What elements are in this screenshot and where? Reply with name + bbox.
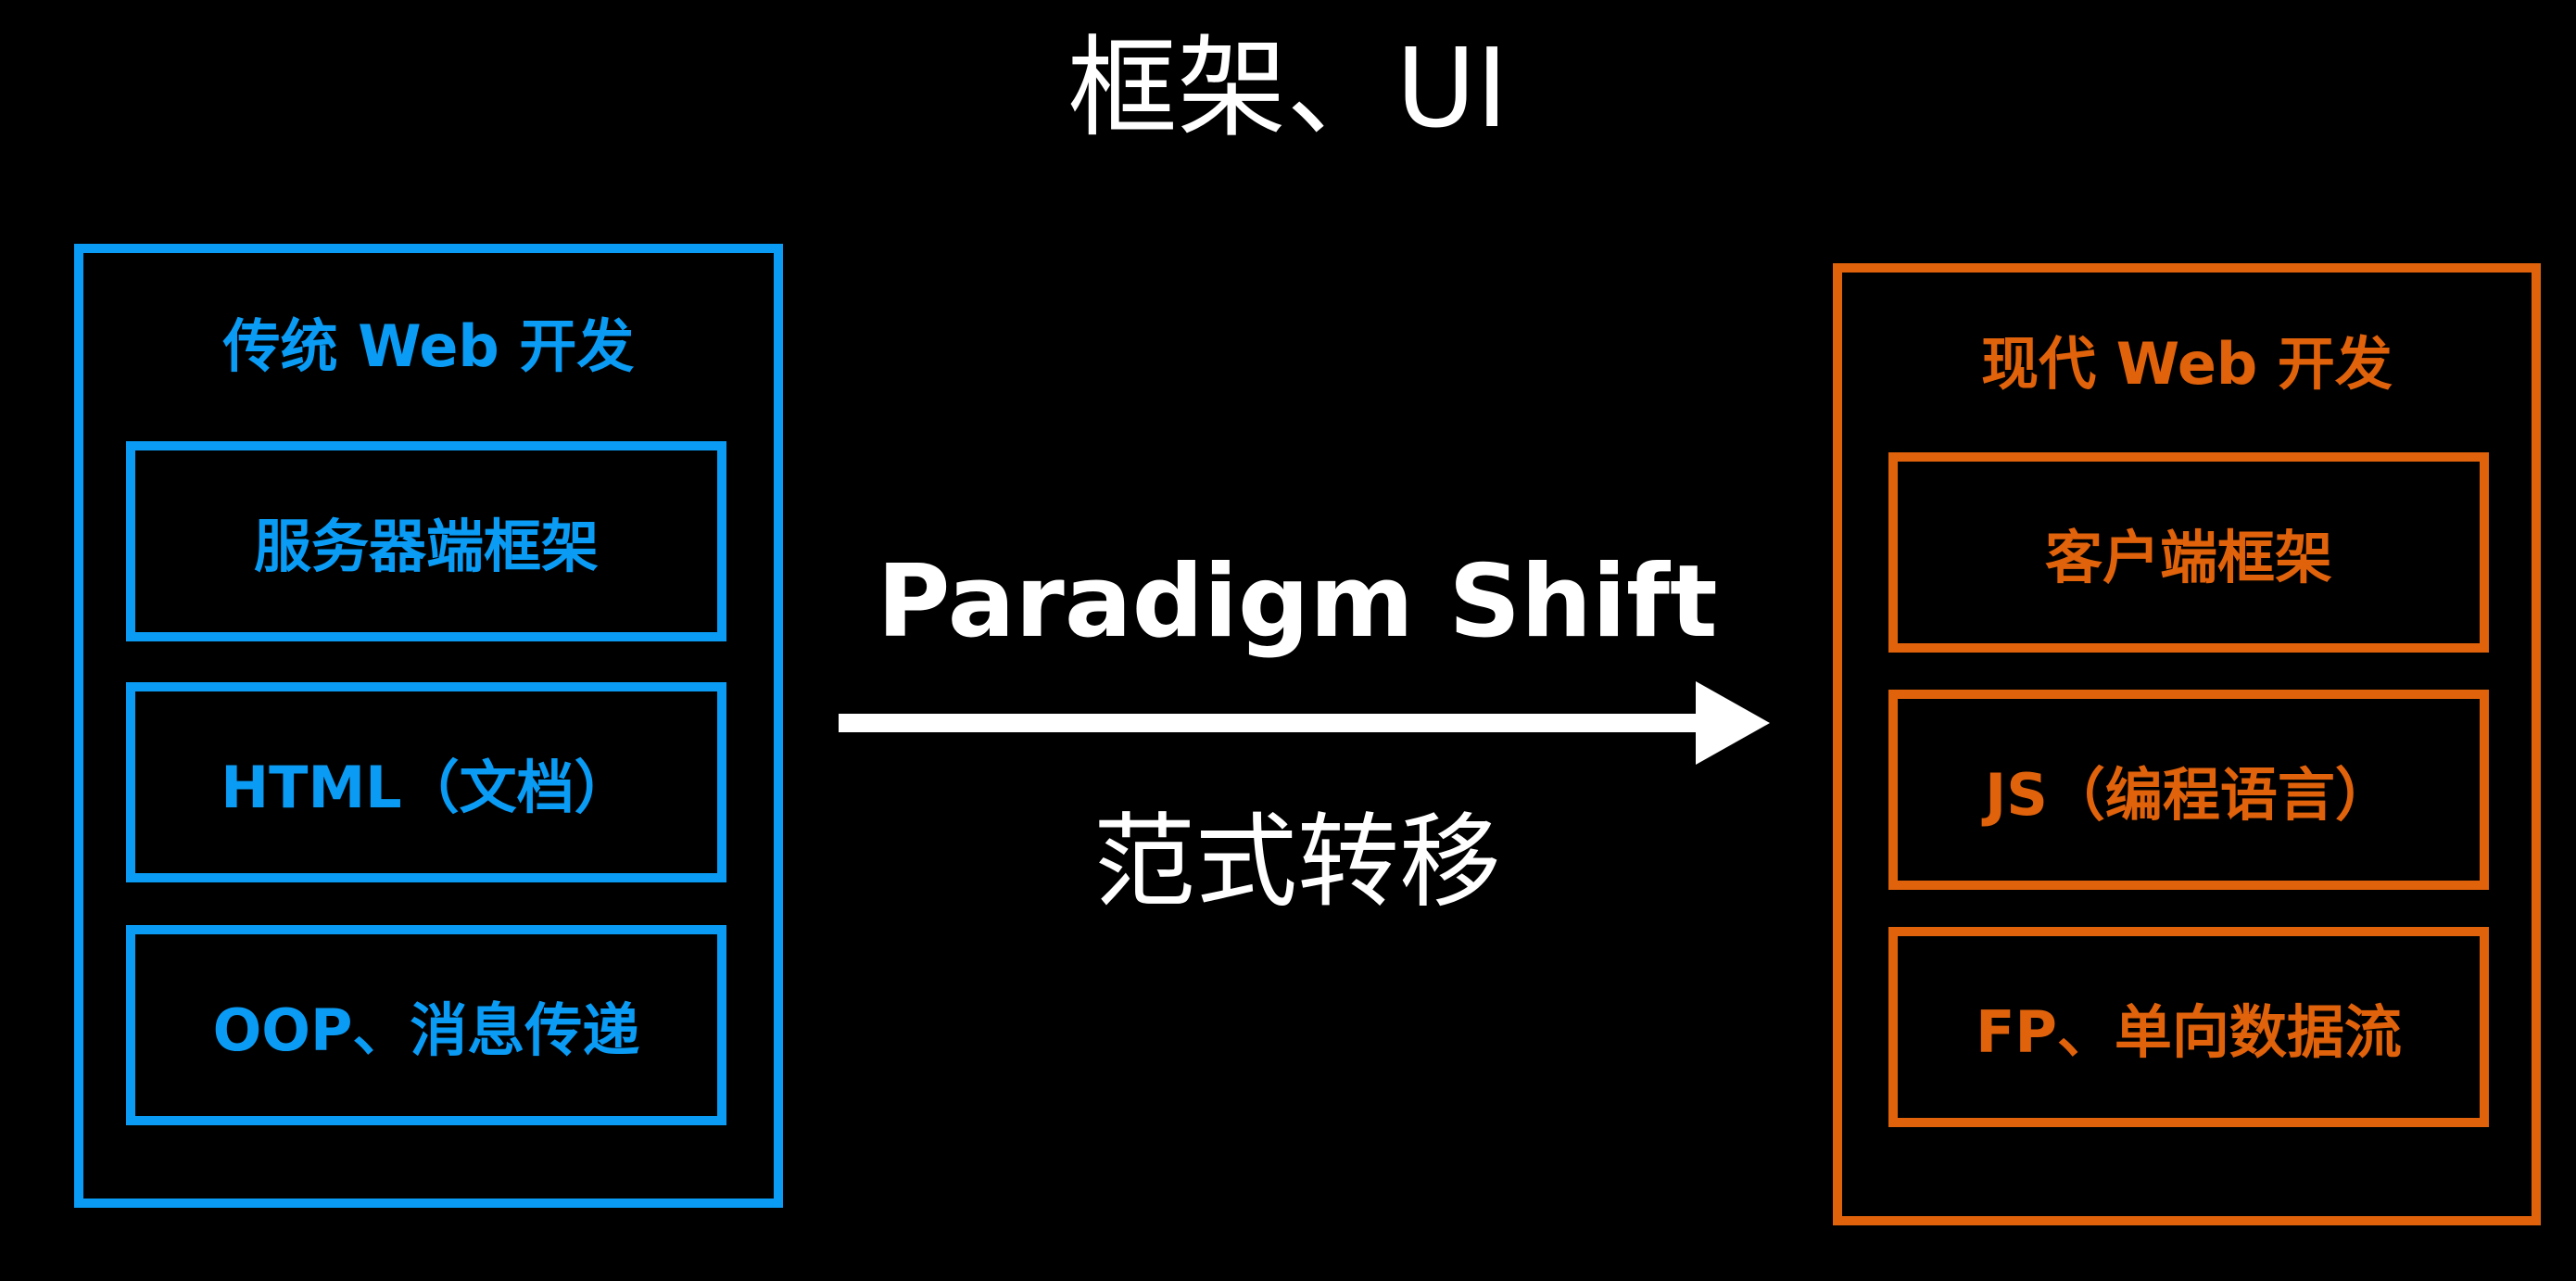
- modern-web-panel: 现代 Web 开发 客户端框架 JS（编程语言） FP、单向数据流: [1833, 263, 2541, 1225]
- arrow-shaft: [839, 714, 1710, 732]
- modern-web-title: 现代 Web 开发: [1981, 330, 2393, 398]
- fp-dataflow-box: FP、单向数据流: [1888, 927, 2489, 1127]
- arrow-head: [1696, 681, 1770, 765]
- traditional-web-title: 传统 Web 开发: [222, 312, 635, 380]
- html-document-box: HTML（文档）: [126, 682, 726, 882]
- oop-messaging-box: OOP、消息传递: [126, 925, 726, 1125]
- page-title: 框架、UI: [1067, 24, 1509, 152]
- paradigm-shift-chinese-label: 范式转移: [1093, 803, 1501, 921]
- client-framework-box: 客户端框架: [1888, 452, 2489, 653]
- paradigm-shift-label: Paradigm Shift: [877, 544, 1718, 660]
- server-framework-box: 服务器端框架: [126, 441, 726, 641]
- js-language-box: JS（编程语言）: [1888, 690, 2489, 890]
- traditional-web-panel: 传统 Web 开发 服务器端框架 HTML（文档） OOP、消息传递: [74, 244, 783, 1208]
- right-arrow-icon: [839, 681, 1770, 765]
